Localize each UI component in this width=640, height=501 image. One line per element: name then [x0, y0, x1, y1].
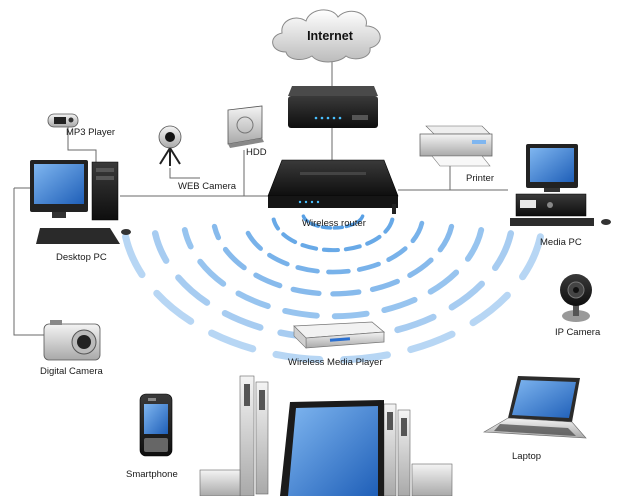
home-theater-icon [199, 375, 453, 497]
ip-camera-label: IP Camera [555, 327, 601, 338]
media-pc-icon [510, 144, 611, 226]
smartphone-icon [139, 393, 173, 457]
media-pc-label: Media PC [540, 237, 582, 248]
wave-arc [122, 233, 544, 364]
internet-label: Internet [307, 29, 353, 43]
mp3-player-label: MP3 Player [66, 127, 116, 138]
wave-arc [271, 217, 395, 253]
smartphone-label: Smartphone [126, 469, 178, 480]
laptop-label: Laptop [512, 451, 542, 462]
wave-arc [181, 227, 485, 320]
wireless-waves [122, 214, 544, 364]
digital-camera-label: Digital Camera [40, 366, 103, 377]
printer-icon [419, 125, 493, 167]
webcam-line [169, 168, 200, 179]
wired-connections [13, 60, 508, 336]
printer-label: Printer [466, 173, 494, 184]
wave-arc [301, 214, 365, 230]
laptop-icon [482, 376, 587, 439]
router-icon [267, 159, 399, 214]
desktop-pc-label: Desktop PC [56, 252, 107, 263]
mp3-desktop-line [67, 123, 97, 166]
web-camera-icon [158, 125, 182, 166]
router-label: Wireless router [302, 218, 366, 229]
wave-arc [211, 223, 455, 297]
mp3-player-icon [47, 113, 79, 128]
digital-camera-icon [43, 320, 101, 361]
hdd-label: HDD [246, 147, 267, 158]
media-player-label: Wireless Media Player [288, 357, 383, 368]
hdd-icon [227, 105, 264, 148]
modem-icon [288, 86, 378, 128]
web-camera-label: WEB Camera [178, 181, 237, 192]
printer-line [398, 165, 451, 191]
desktop-pc-icon [30, 160, 131, 244]
cloud-icon [272, 9, 381, 63]
wave-arc [241, 220, 425, 275]
media-player-icon [293, 321, 386, 349]
wave-arc [151, 230, 515, 342]
desktop-camera-line [13, 188, 44, 336]
ip-camera-icon [560, 274, 592, 322]
